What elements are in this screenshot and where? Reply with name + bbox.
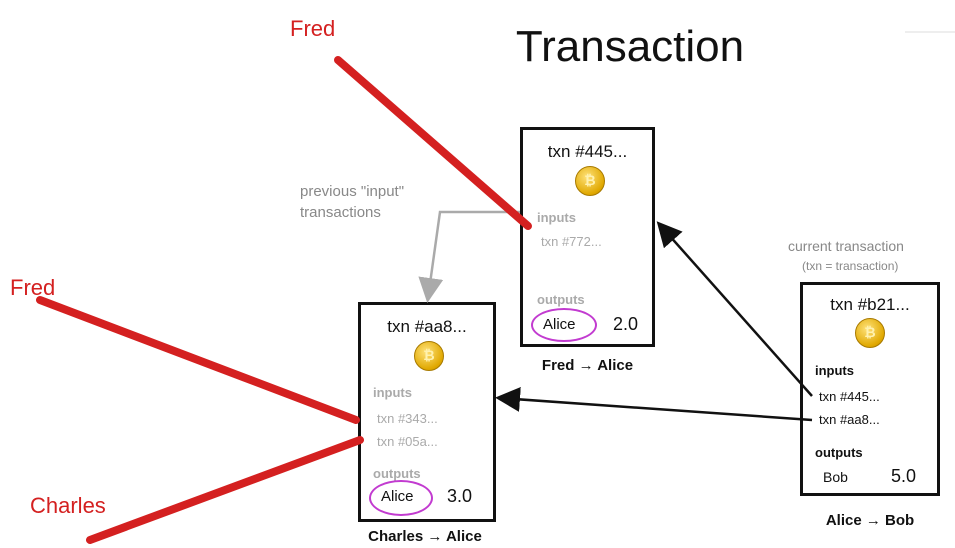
label-fred-top: Fred: [290, 16, 336, 41]
input-item: txn #772...: [541, 234, 602, 249]
arrow-previous-input: [418, 210, 520, 303]
caption-alice-bob: Alice → Bob: [825, 512, 915, 529]
bitcoin-coin-icon: ₿: [575, 166, 605, 196]
output-value: 3.0: [447, 486, 473, 506]
txn-title: txn #aa8...: [387, 317, 467, 336]
red-stroke-fred-top: [334, 56, 532, 230]
red-stroke-charles: [86, 436, 364, 544]
output-name: Bob: [823, 469, 848, 485]
output-highlight-ring: [531, 308, 597, 342]
input-item: txn #05a...: [377, 434, 438, 449]
output-value: 5.0: [891, 466, 917, 486]
bitcoin-coin-icon: ₿: [855, 318, 885, 348]
inputs-label: inputs: [815, 363, 854, 378]
input-item: txn #445...: [819, 389, 880, 404]
note-previous-line1: previous "input": [300, 183, 405, 200]
label-fred-left: Fred: [10, 275, 56, 300]
arrow-input-aa8: [495, 386, 813, 422]
label-charles: Charles: [30, 493, 106, 518]
txn-title: txn #b21...: [830, 295, 910, 314]
outputs-label: outputs: [537, 292, 585, 307]
caption-fred-alice: Fred → Alice: [541, 357, 634, 374]
red-stroke-fred-left: [36, 296, 360, 424]
note-previous-line2: transactions: [300, 204, 381, 221]
txn-box-aa8: txn #aa8... ₿ inputs txn #343... txn #05…: [358, 302, 496, 522]
inputs-label: inputs: [373, 385, 412, 400]
page-title: Transaction: [515, 22, 745, 71]
note-current-line1: current transaction: [788, 238, 904, 254]
note-current-line2: (txn = transaction): [802, 259, 899, 273]
txn-title: txn #445...: [547, 142, 628, 161]
outputs-label: outputs: [815, 445, 863, 460]
arrow-input-445: [656, 221, 813, 397]
outputs-label: outputs: [373, 466, 421, 481]
output-value: 2.0: [613, 314, 639, 334]
caption-charles-alice: Charles → Alice: [368, 528, 482, 545]
txn-box-445: txn #445... ₿ inputs txn #772... outputs…: [520, 127, 655, 347]
txn-box-b21: txn #b21... ₿ inputs txn #445... txn #aa…: [800, 282, 940, 496]
bitcoin-coin-icon: ₿: [414, 341, 444, 371]
input-item: txn #343...: [377, 411, 438, 426]
note-previous-input: previous "input" transactions: [300, 181, 404, 223]
inputs-label: inputs: [537, 210, 576, 225]
input-item: txn #aa8...: [819, 412, 880, 427]
output-highlight-ring: [369, 480, 433, 516]
